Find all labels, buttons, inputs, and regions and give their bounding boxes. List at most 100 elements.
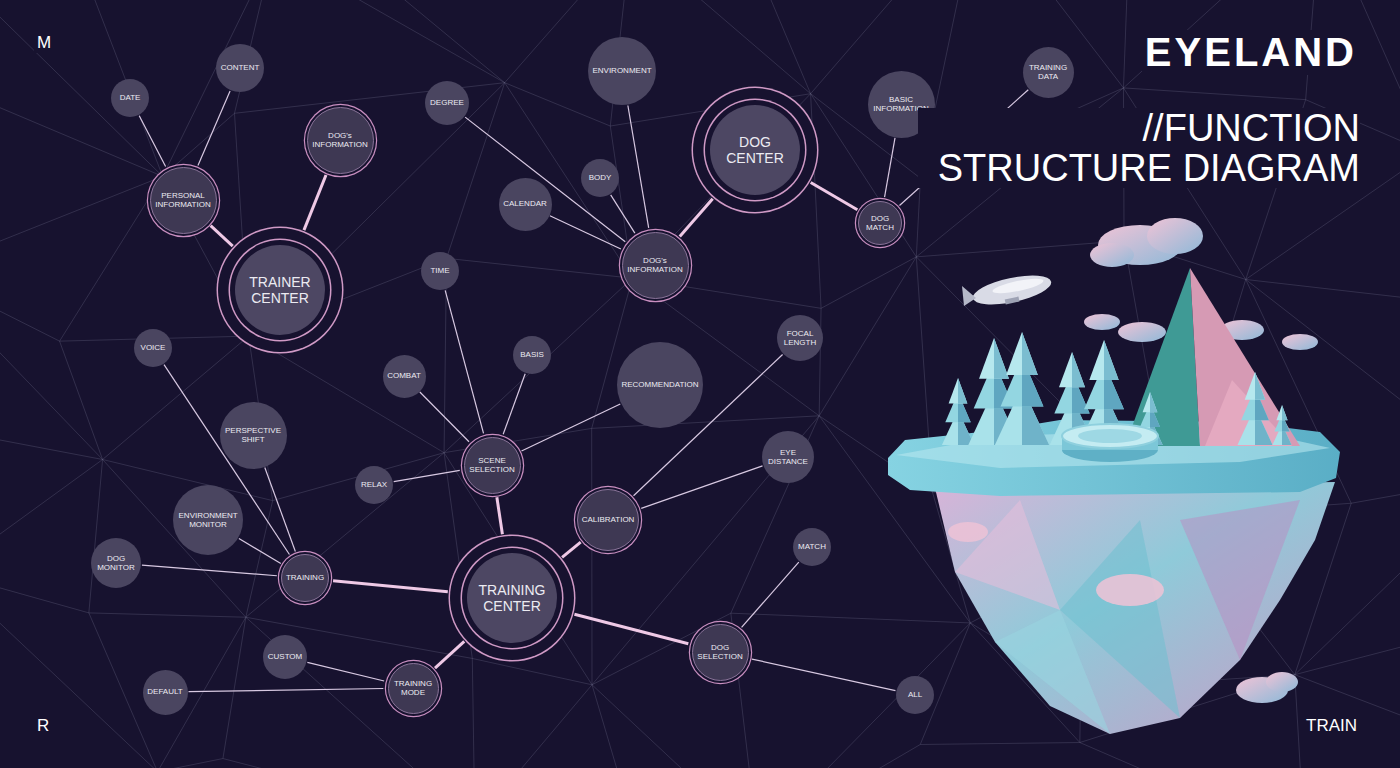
leaf-circle: COMBAT — [383, 355, 426, 398]
brand-logo: EYELAND — [1142, 30, 1360, 75]
mesh-line — [1246, 279, 1400, 307]
island-base — [935, 482, 1335, 734]
mesh-line — [1080, 743, 1305, 768]
main-connector — [497, 497, 503, 534]
leaf-circle: ENVIRONMENT — [588, 37, 656, 105]
blimp — [962, 270, 1054, 310]
leaf-circle: PERSPECTIVE SHIFT — [220, 402, 287, 469]
node-label: TIME — [430, 266, 449, 275]
node-label: TRAINING — [286, 573, 324, 582]
branch-connector — [420, 392, 469, 442]
main-connector — [562, 542, 581, 557]
function-circle: CALIBRATION — [577, 489, 639, 551]
node-label: DOG's INFORMATION — [627, 256, 682, 274]
mesh-line — [0, 272, 103, 459]
mesh-line — [631, 0, 811, 94]
leaf-circle: TIME — [421, 252, 459, 290]
leaf-circle: ALL — [896, 676, 934, 714]
leaf-circle: CONTENT — [216, 44, 264, 92]
mountain — [1125, 268, 1300, 446]
function-circle: DOG's INFORMATION — [622, 232, 689, 299]
mesh-line — [758, 623, 971, 768]
mesh-line — [0, 176, 163, 272]
node-label: RECOMMENDATION — [621, 380, 698, 389]
mesh-line — [1304, 757, 1400, 768]
node-label: SCENE SELECTION — [469, 456, 514, 474]
mesh-line — [89, 459, 103, 612]
mesh-line — [399, 0, 504, 83]
main-connector — [333, 581, 448, 592]
leaf-circle: DEFAULT — [143, 670, 188, 715]
node-label: RELAX — [361, 480, 387, 489]
function-circle: SCENE SELECTION — [464, 437, 521, 494]
leaf-circle: DATE — [111, 79, 149, 117]
main-connector — [304, 175, 326, 230]
branch-connector — [164, 365, 289, 555]
branch-connector — [239, 538, 281, 563]
corner-label: R — [34, 716, 52, 736]
mesh-line — [158, 759, 223, 768]
center-hub-circle: DOG CENTER — [710, 105, 800, 195]
mesh-line — [920, 743, 1080, 745]
node-label: PERSPECTIVE SHIFT — [225, 426, 281, 444]
mesh-line — [163, 0, 273, 176]
mesh-line — [592, 416, 819, 429]
node-label: TRAINING CENTER — [479, 582, 546, 614]
branch-connector — [188, 688, 383, 691]
branch-connector — [752, 659, 896, 691]
well — [1062, 424, 1158, 462]
leaf-circle: EYE DISTANCE — [762, 431, 814, 483]
branch-connector — [550, 216, 621, 249]
mesh-line — [592, 416, 819, 685]
mesh-line — [819, 257, 916, 416]
leaf-circle: DOG MONITOR — [91, 538, 141, 588]
mesh-line — [444, 278, 632, 453]
node-label: DEFAULT — [147, 687, 182, 696]
leaf-circle: BODY — [581, 159, 619, 197]
node-label: CALIBRATION — [582, 515, 635, 524]
node-label: BASIS — [520, 350, 544, 359]
mesh-line — [1295, 675, 1400, 758]
mesh-line — [64, 0, 163, 176]
mesh-line — [0, 272, 60, 341]
leaf-circle: DEGREE — [425, 81, 469, 125]
branch-connector — [522, 404, 621, 451]
mesh-line — [0, 66, 163, 176]
branch-connector — [139, 116, 165, 167]
mesh-line — [758, 744, 921, 768]
leaf-circle: FOCAL LENGTH — [777, 315, 823, 361]
branch-connector — [628, 106, 649, 228]
leaf-circle: VOICE — [134, 329, 172, 367]
mesh-line — [60, 341, 103, 459]
node-label: DOG CENTER — [726, 134, 784, 166]
mesh-line — [249, 83, 505, 336]
mesh-line — [0, 573, 158, 768]
center-hub-circle: TRAINER CENTER — [235, 245, 325, 335]
main-connector — [680, 199, 713, 237]
mesh-line — [444, 453, 472, 659]
node-label: DOG MATCH — [866, 214, 894, 232]
branch-connector — [198, 91, 230, 165]
mesh-line — [60, 176, 163, 341]
cloud — [1236, 672, 1298, 703]
mesh-line — [0, 0, 163, 176]
branch-connector — [641, 466, 762, 508]
node-label: DOG's INFORMATION — [312, 131, 367, 149]
function-circle: DOG SELECTION — [692, 624, 749, 681]
branch-connector — [445, 290, 483, 433]
mesh-line — [811, 94, 821, 309]
mesh-line — [0, 573, 89, 613]
leaf-circle: BASIS — [513, 336, 551, 374]
node-label: TRAINER CENTER — [249, 274, 310, 306]
leaf-circle: CALENDAR — [499, 178, 552, 231]
leaf-circle: TRAINING DATA — [1023, 47, 1074, 98]
function-circle: DOG MATCH — [858, 201, 902, 245]
node-label: ALL — [908, 690, 922, 699]
mesh-line — [246, 501, 273, 618]
mesh-line — [979, 0, 1124, 88]
branch-connector — [394, 470, 460, 481]
node-label: DOG SELECTION — [697, 643, 742, 661]
node-label: CALENDAR — [503, 199, 547, 208]
function-circle: TRAINING MODE — [388, 663, 439, 714]
branch-connector — [465, 117, 625, 242]
